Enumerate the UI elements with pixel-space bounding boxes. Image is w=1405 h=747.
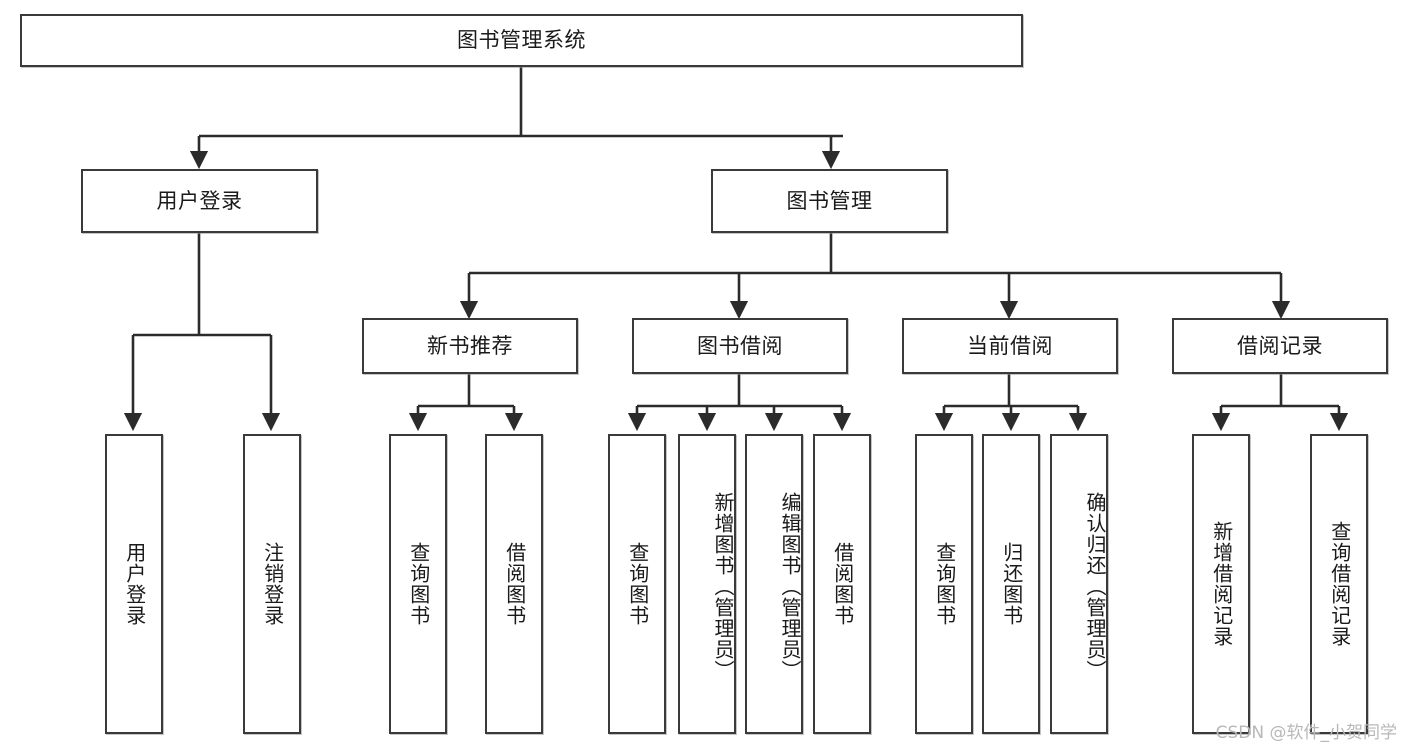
- node-leaf-logout-label: 注销登录: [260, 542, 285, 626]
- node-leaf-borrow-book-2[interactable]: 借阅图书: [813, 434, 871, 734]
- node-current-borrow-label: 当前借阅: [967, 333, 1053, 358]
- node-leaf-edit-book[interactable]: 编辑图书（管理员）: [745, 434, 803, 734]
- node-leaf-return-book[interactable]: 归还图书: [982, 434, 1040, 734]
- node-leaf-edit-book-label: 编辑图书（管理员）: [778, 491, 802, 681]
- node-leaf-query-book-2[interactable]: 查询图书: [608, 434, 666, 734]
- node-leaf-add-borrow-record[interactable]: 新增借阅记录: [1192, 434, 1250, 734]
- csdn-watermark: CSDN @软件_小贺同学: [1215, 723, 1397, 743]
- node-leaf-add-book[interactable]: 新增图书（管理员）: [678, 434, 736, 734]
- node-leaf-confirm-return-label: 确认归还（管理员）: [1083, 491, 1107, 681]
- node-leaf-logout[interactable]: 注销登录: [243, 434, 301, 734]
- node-leaf-confirm-return[interactable]: 确认归还（管理员）: [1050, 434, 1108, 734]
- node-leaf-user-login-label: 用户登录: [122, 542, 147, 626]
- node-leaf-return-book-label: 归还图书: [999, 542, 1024, 626]
- node-user-login[interactable]: 用户登录: [81, 169, 318, 233]
- node-current-borrow[interactable]: 当前借阅: [902, 318, 1118, 374]
- node-new-book-recommend-label: 新书推荐: [427, 333, 513, 358]
- node-leaf-query-borrow-record-label: 查询借阅记录: [1327, 521, 1352, 647]
- node-new-book-recommend[interactable]: 新书推荐: [362, 318, 578, 374]
- node-leaf-add-book-label: 新增图书（管理员）: [711, 491, 735, 681]
- node-leaf-query-book-1-label: 查询图书: [406, 542, 431, 626]
- node-borrow-record-label: 借阅记录: [1237, 333, 1323, 358]
- node-root-label: 图书管理系统: [457, 28, 586, 52]
- node-leaf-query-book-1[interactable]: 查询图书: [389, 434, 447, 734]
- node-book-manage-label: 图书管理: [786, 188, 873, 213]
- node-leaf-query-book-3-label: 查询图书: [932, 542, 957, 626]
- node-leaf-query-borrow-record[interactable]: 查询借阅记录: [1310, 434, 1368, 734]
- node-leaf-query-book-2-label: 查询图书: [625, 542, 650, 626]
- node-leaf-user-login[interactable]: 用户登录: [105, 434, 163, 734]
- node-leaf-borrow-book-1-label: 借阅图书: [502, 542, 527, 626]
- node-user-login-label: 用户登录: [156, 188, 243, 213]
- node-root-book-management-system[interactable]: 图书管理系统: [20, 14, 1023, 67]
- node-book-manage[interactable]: 图书管理: [711, 169, 948, 233]
- node-book-borrow[interactable]: 图书借阅: [632, 318, 848, 374]
- node-leaf-borrow-book-1[interactable]: 借阅图书: [485, 434, 543, 734]
- node-book-borrow-label: 图书借阅: [697, 333, 783, 358]
- node-borrow-record[interactable]: 借阅记录: [1172, 318, 1388, 374]
- node-leaf-query-book-3[interactable]: 查询图书: [915, 434, 973, 734]
- node-leaf-add-borrow-record-label: 新增借阅记录: [1209, 521, 1234, 647]
- node-leaf-borrow-book-2-label: 借阅图书: [830, 542, 855, 626]
